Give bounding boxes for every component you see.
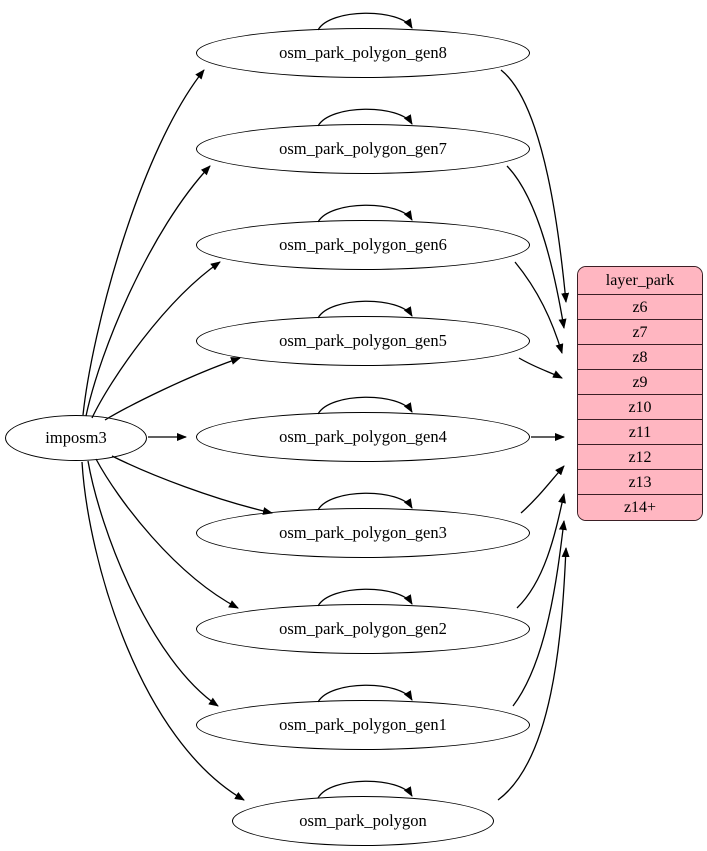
node-osm-park-polygon-label: osm_park_polygon bbox=[299, 810, 427, 830]
edge-gen2-z12 bbox=[516, 493, 566, 609]
table-row-z10[interactable]: z10 bbox=[578, 395, 702, 420]
node-gen3[interactable]: osm_park_polygon_gen3 bbox=[196, 508, 530, 558]
node-gen2-label: osm_park_polygon_gen2 bbox=[279, 618, 447, 638]
node-gen4-label: osm_park_polygon_gen4 bbox=[279, 426, 447, 446]
node-gen6[interactable]: osm_park_polygon_gen6 bbox=[196, 220, 530, 270]
node-osm-park-polygon[interactable]: osm_park_polygon bbox=[232, 796, 494, 846]
table-row-z11[interactable]: z11 bbox=[578, 420, 702, 445]
edge-gen6-z8 bbox=[514, 261, 564, 354]
node-gen1[interactable]: osm_park_polygon_gen1 bbox=[196, 700, 530, 750]
table-row-z7[interactable]: z7 bbox=[578, 320, 702, 345]
node-gen2[interactable]: osm_park_polygon_gen2 bbox=[196, 604, 530, 654]
edge-gen5-z9 bbox=[518, 357, 563, 379]
table-row-z8[interactable]: z8 bbox=[578, 345, 702, 370]
edge-imposm3-gen5 bbox=[104, 357, 241, 421]
edge-imposm3-gen2 bbox=[95, 458, 239, 609]
table-header-layer-park: layer_park bbox=[578, 267, 702, 295]
selfloop-gen3 bbox=[317, 492, 413, 511]
node-gen7-label: osm_park_polygon_gen7 bbox=[279, 138, 447, 158]
selfloop-gen4 bbox=[317, 396, 413, 415]
node-gen6-label: osm_park_polygon_gen6 bbox=[279, 234, 447, 254]
edge-gen1-z13 bbox=[512, 520, 567, 707]
edge-gen7-z7 bbox=[506, 165, 567, 329]
node-imposm3-label: imposm3 bbox=[45, 427, 107, 447]
edge-imposm3-gen7 bbox=[85, 165, 211, 417]
node-imposm3[interactable]: imposm3 bbox=[5, 415, 147, 461]
edge-gen3-z11 bbox=[520, 465, 565, 514]
selfloop-gen1 bbox=[317, 684, 413, 703]
node-gen8-label: osm_park_polygon_gen8 bbox=[279, 42, 447, 62]
table-row-z14[interactable]: z14+ bbox=[578, 495, 702, 520]
edge-imposm3-gen8 bbox=[82, 69, 205, 416]
edge-imposm3-gen3 bbox=[111, 455, 273, 515]
selfloop-base bbox=[317, 780, 413, 799]
selfloop-gen8 bbox=[317, 12, 413, 31]
selfloop-gen7 bbox=[317, 108, 413, 127]
node-gen8[interactable]: osm_park_polygon_gen8 bbox=[196, 28, 530, 78]
table-row-z6[interactable]: z6 bbox=[578, 295, 702, 320]
node-gen7[interactable]: osm_park_polygon_gen7 bbox=[196, 124, 530, 174]
node-gen1-label: osm_park_polygon_gen1 bbox=[279, 714, 447, 734]
edge-imposm3-base bbox=[81, 461, 245, 801]
node-gen3-label: osm_park_polygon_gen3 bbox=[279, 522, 447, 542]
node-gen5[interactable]: osm_park_polygon_gen5 bbox=[196, 316, 530, 366]
edge-imposm3-gen1 bbox=[87, 460, 219, 707]
node-gen5-label: osm_park_polygon_gen5 bbox=[279, 330, 447, 350]
edge-gen8-z6 bbox=[500, 69, 570, 303]
table-row-z13[interactable]: z13 bbox=[578, 470, 702, 495]
table-row-z9[interactable]: z9 bbox=[578, 370, 702, 395]
node-gen4[interactable]: osm_park_polygon_gen4 bbox=[196, 412, 530, 462]
edge-imposm3-gen6 bbox=[91, 261, 221, 419]
edge-base-z14 bbox=[497, 547, 570, 801]
selfloop-gen2 bbox=[317, 588, 413, 607]
selfloop-gen6 bbox=[317, 204, 413, 223]
layer-park-table[interactable]: layer_park z6 z7 z8 z9 z10 z11 z12 z13 z… bbox=[577, 266, 703, 521]
selfloop-gen5 bbox=[317, 300, 413, 319]
table-row-z12[interactable]: z12 bbox=[578, 445, 702, 470]
